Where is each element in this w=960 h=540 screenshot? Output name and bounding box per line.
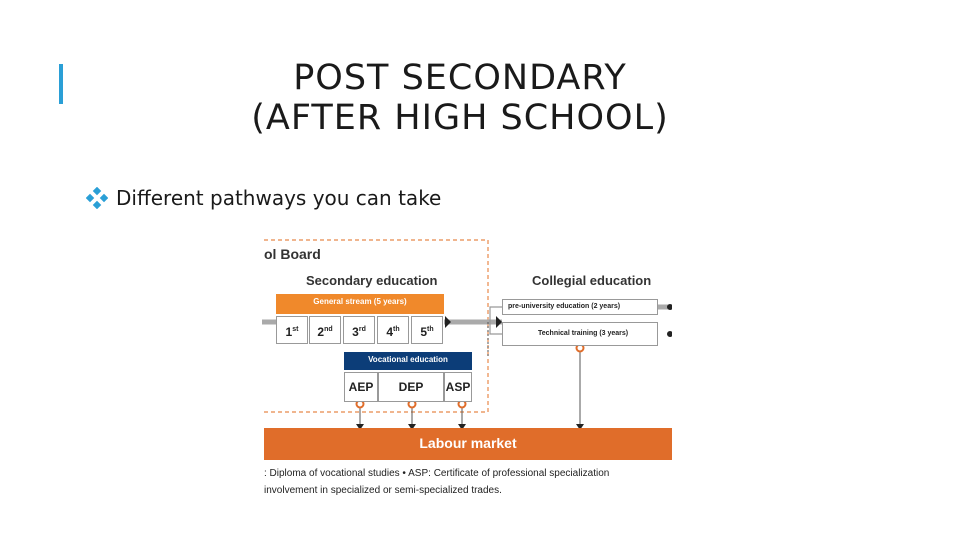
vocational-education-label: Vocational education — [368, 355, 448, 364]
vocational-cell-aep: AEP — [344, 372, 378, 402]
slide-title: POST SECONDARY (AFTER HIGH SCHOOL) — [190, 58, 730, 138]
general-stream-label: General stream (5 years) — [313, 297, 407, 306]
general-stream-bar: General stream (5 years) — [276, 294, 444, 314]
grade-cell: 3rd — [343, 316, 375, 344]
education-pathway-diagram: ol Board Secondary education Collegial e… — [262, 236, 672, 502]
bullet-text: Different pathways you can take — [116, 186, 442, 210]
labour-market-label: Labour market — [419, 435, 517, 451]
school-board-heading: ol Board — [264, 246, 321, 262]
labour-market-bar: Labour market — [264, 428, 672, 460]
grade-cell: 4th — [377, 316, 409, 344]
technical-training-box: Technical training (3 years) — [502, 322, 658, 346]
bullet-item: Different pathways you can take — [86, 186, 441, 210]
title-line-2: (AFTER HIGH SCHOOL) — [251, 98, 669, 138]
footnote-line-1: : Diploma of vocational studies • ASP: C… — [264, 468, 610, 479]
footnote-line-2: involvement in specialized or semi-speci… — [264, 485, 502, 496]
vocational-cell-dep: DEP — [378, 372, 444, 402]
diamond-bullet-icon — [86, 187, 108, 209]
grade-cell: 1st — [276, 316, 308, 344]
vocational-education-bar: Vocational education — [344, 352, 472, 370]
vocational-cell-asp: ASP — [444, 372, 472, 402]
collegial-education-heading: Collegial education — [532, 273, 652, 288]
accent-bar — [59, 64, 63, 104]
pre-university-box: pre-university education (2 years) — [502, 299, 658, 315]
title-line-1: POST SECONDARY — [293, 58, 627, 98]
grade-cell: 5th — [411, 316, 443, 344]
grade-cell: 2nd — [309, 316, 341, 344]
secondary-education-heading: Secondary education — [306, 273, 438, 288]
